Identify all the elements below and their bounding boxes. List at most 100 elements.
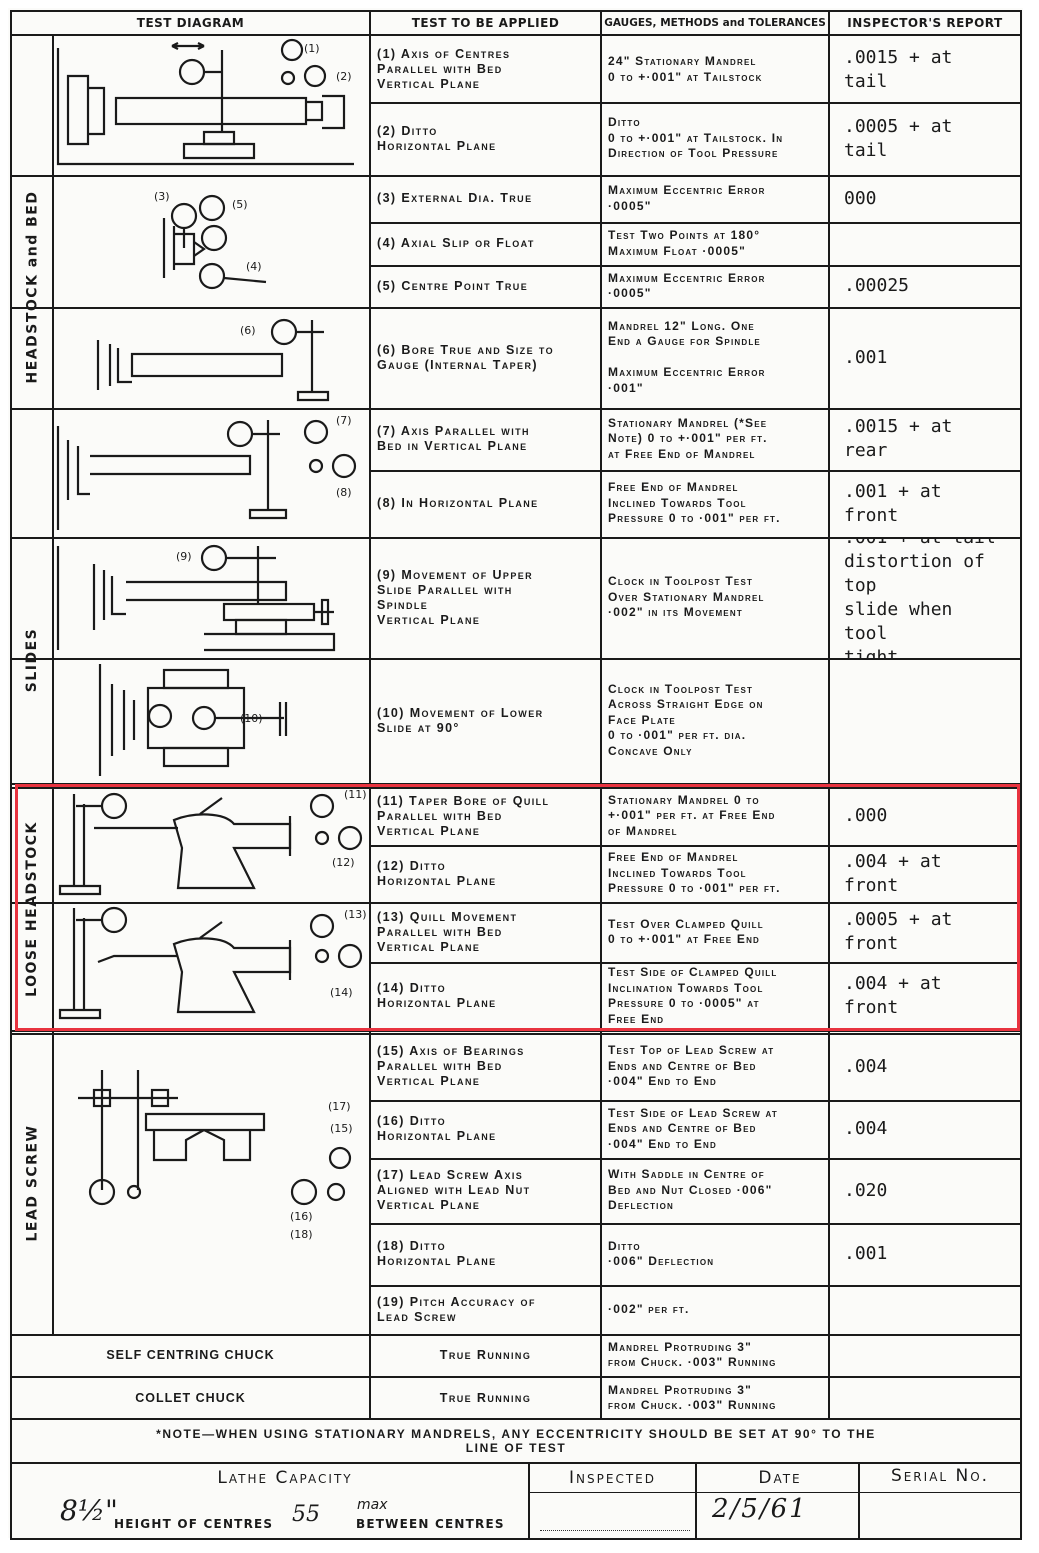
- between-centres-label: BETWEEN CENTRES: [356, 1517, 505, 1531]
- col-divider-report: [828, 10, 830, 1418]
- gauge-tolerance-17: With Saddle in Centre of Bed and Nut Clo…: [608, 1167, 773, 1213]
- gauge-tolerance-4: Test Two Points at 180° Maximum Float ·0…: [608, 228, 761, 258]
- diagram-lead-screw: (17) (15) (16) (18): [78, 1070, 353, 1241]
- group-rule-0: [10, 175, 1022, 177]
- diagram-axis-of-centres: (1) (2): [56, 38, 354, 166]
- diagram-taper-bore-quill: (11) (12): [58, 788, 367, 896]
- inspector-report-18: .001: [844, 1243, 888, 1264]
- test-applied-7: (7) Axis Parallel with Bed in Vertical P…: [377, 424, 530, 453]
- gauge-tolerance-5: Maximum Eccentric Error ·0005": [608, 270, 766, 301]
- row-rule-4: [369, 845, 1022, 847]
- group-rule-7: [10, 902, 1022, 904]
- between-centres-max: max: [357, 1497, 388, 1513]
- diagram-label-18: (18): [290, 1228, 313, 1241]
- gauge-tolerance-6: Mandrel 12" Long. One End a Gauge for Sp…: [608, 318, 766, 395]
- serial-number-label: Serial No.: [890, 1466, 990, 1486]
- collet-chuck-label: COLLET CHUCK: [135, 1390, 246, 1405]
- group-rule-1: [10, 307, 1022, 309]
- footer-divider-2: [695, 1462, 697, 1538]
- test-applied-13: (13) Quill Movement Parallel with Bed Ve…: [377, 909, 518, 954]
- group-rule-2: [10, 408, 1022, 410]
- diagram-label-12: (12): [332, 856, 355, 869]
- inspector-report-9: .001 + at tail distortion of top slide w…: [844, 537, 996, 658]
- self-centring-chuck-test: True Running: [439, 1347, 532, 1362]
- diagram-label-17: (17): [328, 1100, 351, 1113]
- diagram-external-dia: (3) (5) (4): [154, 190, 267, 290]
- diagram-label-16: (16): [290, 1210, 313, 1223]
- row-rule-8: [369, 1223, 1022, 1225]
- test-applied-11: (11) Taper Bore of Quill Parallel with B…: [377, 793, 550, 838]
- header-inspector-report: INSPECTOR'S REPORT: [847, 16, 1003, 30]
- gauge-tolerance-14: Test Side of Clamped Quill Inclination T…: [608, 965, 778, 1026]
- inspected-label: Inspected: [569, 1468, 656, 1488]
- group-rule-13: [10, 1462, 1022, 1464]
- gauge-tolerance-2: Ditto 0 to +·001" at Tailstock. In Direc…: [608, 115, 784, 161]
- test-applied-16: (16) Ditto Horizontal Plane: [377, 1114, 497, 1143]
- self-centring-chuck-label: SELF CENTRING CHUCK: [106, 1347, 275, 1362]
- test-applied-2: (2) Ditto Horizontal Plane: [377, 123, 497, 153]
- diagram-label-10: (10): [240, 712, 263, 725]
- diagram-label-8: (8): [336, 486, 352, 499]
- gauge-tolerance-11: Stationary Mandrel 0 to +·001" per ft. a…: [608, 792, 776, 838]
- self-centring-chuck-gauge: Mandrel Protruding 3" from Chuck. ·003" …: [608, 1339, 777, 1370]
- lathe-capacity-label: Lathe Capacity: [217, 1468, 353, 1488]
- inspector-report-12: .004 + at front: [844, 850, 942, 896]
- inspector-report-1: .0015 + at tail: [844, 46, 953, 92]
- test-applied-9: (9) Movement of Upper Slide Parallel wit…: [377, 567, 534, 627]
- footer-divider-1: [528, 1462, 530, 1538]
- row-rule-1: [369, 222, 1022, 224]
- test-applied-1: (1) Axis of Centres Parallel with Bed Ve…: [377, 47, 511, 91]
- group-rule-6: [10, 787, 1022, 789]
- gauge-tolerance-7: Stationary Mandrel (*See Note) 0 to +·00…: [608, 415, 768, 461]
- footer-divider-3: [858, 1462, 860, 1538]
- diagram-label-1: (1): [304, 42, 320, 55]
- gauge-tolerance-10: Clock in Toolpost Test Across Straight E…: [608, 681, 764, 758]
- section-headstock-and-bed: HEADSTOCK and BED: [24, 190, 40, 384]
- collet-chuck-test: True Running: [439, 1390, 532, 1405]
- test-applied-19: (19) Pitch Accuracy of Lead Screw: [377, 1294, 536, 1324]
- gauge-tolerance-19: ·002" per ft.: [608, 1301, 690, 1316]
- inspector-report-5: .00025: [844, 275, 910, 296]
- inspector-report-4: [830, 222, 1020, 265]
- inspector-report-16: .004: [844, 1118, 888, 1139]
- inspector-report-15: .004: [844, 1055, 888, 1077]
- diagram-label-5: (5): [232, 198, 248, 211]
- row-rule-5: [369, 962, 1022, 964]
- group-rule-11: [10, 1376, 1022, 1378]
- group-rule-3: [10, 537, 1022, 539]
- test-applied-17: (17) Lead Screw Axis Aligned with Lead N…: [377, 1168, 531, 1212]
- inspector-report-17: .020: [844, 1179, 888, 1201]
- row-rule-3: [369, 470, 1022, 472]
- inspector-report-19: [830, 1285, 1020, 1334]
- inspector-report-3: 000: [844, 187, 877, 209]
- footer-sub-rule: [528, 1492, 1020, 1493]
- test-applied-18: (18) Ditto Horizontal Plane: [377, 1239, 497, 1268]
- section-lead-screw: LEAD SCREW: [24, 1124, 40, 1242]
- row-rule-0: [369, 102, 1022, 104]
- group-rule-9: [10, 1033, 1022, 1035]
- row-rule-2: [369, 265, 1022, 267]
- diagram-label-13: (13): [344, 908, 367, 921]
- group-rule-4: [10, 658, 1022, 660]
- section-slides: SLIDES: [24, 627, 41, 693]
- test-applied-5: (5) Centre Point True: [377, 278, 529, 293]
- diagram-label-7: (7): [336, 414, 352, 427]
- group-rule-8: [10, 1030, 1022, 1032]
- inspector-report-14: .004 + at front: [844, 973, 942, 1018]
- diagram-label-3: (3): [154, 190, 170, 203]
- test-applied-14: (14) Ditto Horizontal Plane: [377, 981, 497, 1010]
- inspector-report-6: .001: [844, 346, 888, 368]
- inspector-report-13: .0005 + at front: [844, 909, 953, 954]
- frame-left: [10, 10, 12, 1540]
- inspection-date-value: 2/5/61: [712, 1494, 808, 1524]
- col-divider-gauges: [600, 10, 602, 1418]
- date-label: Date: [758, 1468, 802, 1488]
- row-rule-6: [369, 1100, 1022, 1102]
- diagram-label-2: (2): [336, 70, 352, 83]
- inspector-report-8: .001 + at front: [844, 480, 942, 526]
- diagram-upper-slide: (9): [56, 544, 336, 652]
- col-divider-test: [369, 10, 371, 1418]
- group-rule-10: [10, 1334, 1022, 1336]
- mandrel-note: *NOTE—WHEN USING STATIONARY MANDRELS, AN…: [156, 1427, 876, 1455]
- height-of-centres-value: 8½": [60, 1494, 118, 1527]
